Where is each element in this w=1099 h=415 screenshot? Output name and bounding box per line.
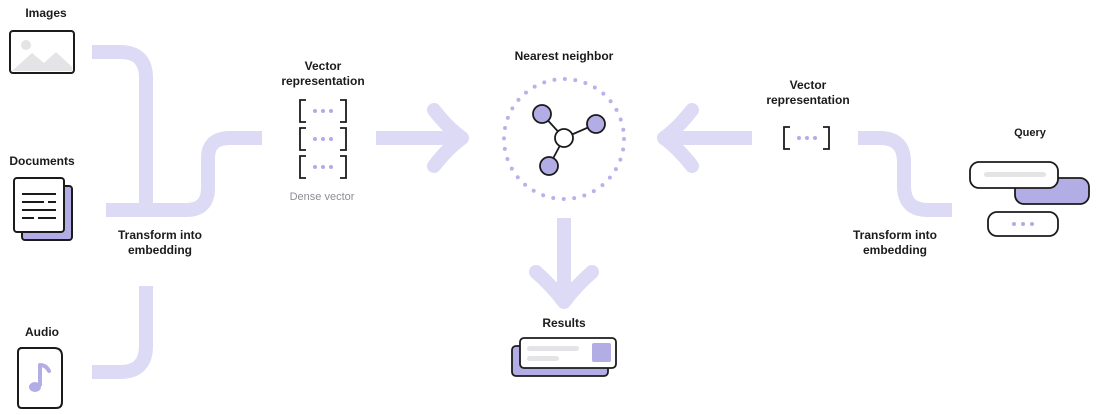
vector-bracket-icon — [783, 126, 830, 150]
audio-flow-band — [92, 286, 153, 379]
arrowhead-left-icon — [657, 103, 699, 173]
vector-bracket-icon — [299, 155, 347, 179]
neighbor-boundary-circle — [502, 77, 626, 201]
dense-vector-caption: Dense vector — [289, 191, 355, 203]
result-card-icon — [511, 337, 617, 377]
right-vector-title: Vector representation — [766, 78, 850, 107]
query-title: Query — [1014, 127, 1046, 139]
nearest-neighbor-graph — [502, 77, 626, 201]
audio-icon — [17, 347, 63, 409]
left-transform-label: Transform into embedding — [117, 228, 202, 257]
vector-bracket-icon — [299, 127, 347, 151]
chat-bubble-icon — [969, 161, 1090, 237]
arrowhead-right-icon — [427, 103, 469, 173]
dense-vector-icon — [299, 99, 347, 179]
flow-connectors — [92, 45, 952, 379]
image-icon — [9, 30, 75, 74]
audio-label: Audio — [25, 325, 59, 339]
graph-node-icon — [586, 114, 606, 134]
results-title: Results — [542, 316, 586, 330]
documents-flow-band — [106, 131, 262, 217]
right-transform-label: Transform into embedding — [852, 228, 937, 257]
left-vector-title: Vector representation — [281, 59, 365, 88]
documents-label: Documents — [9, 154, 75, 168]
graph-node-icon — [554, 128, 574, 148]
graph-node-icon — [532, 104, 552, 124]
images-label: Images — [25, 6, 67, 20]
vector-bracket-icon — [299, 99, 347, 123]
image-flow-band — [92, 45, 153, 210]
nearest-neighbor-title: Nearest neighbor — [514, 49, 614, 63]
document-icon — [13, 177, 73, 241]
graph-node-icon — [539, 156, 559, 176]
arrowhead-down-icon — [529, 265, 599, 309]
right-query-flow-band — [858, 131, 952, 217]
